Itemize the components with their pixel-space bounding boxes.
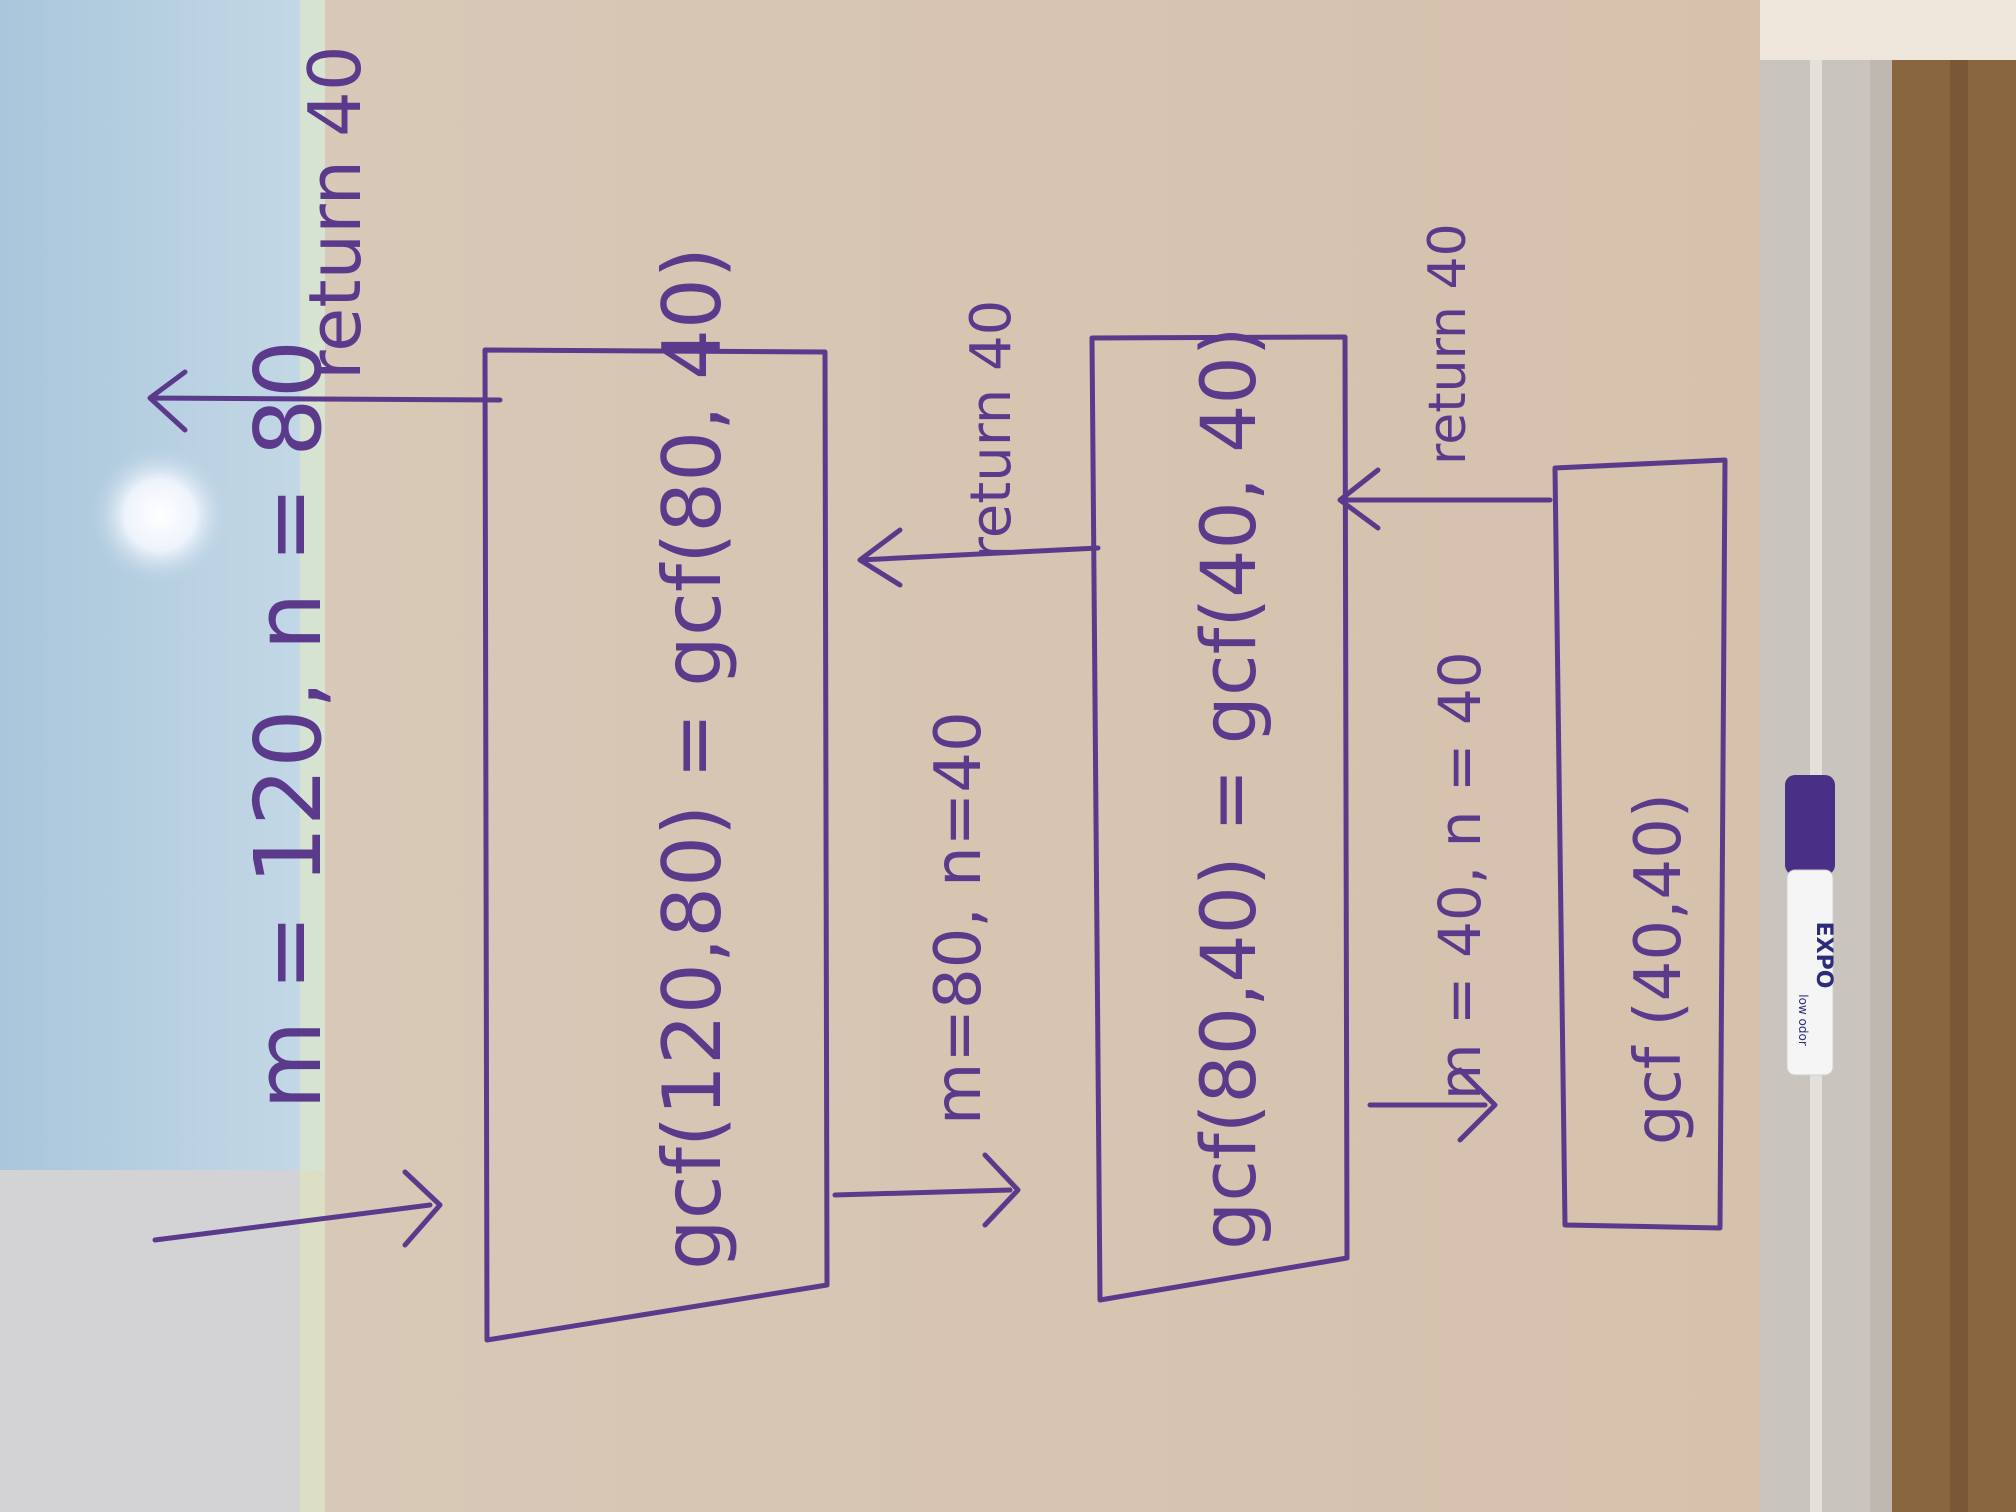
call-arrow-1 [832,1152,1021,1228]
marker-brand: EXPO [1811,922,1836,989]
transition-1-label: m=80, n=40 [922,711,996,1125]
wood-grain [1950,0,1968,1512]
frame-2-return: return 40 [1418,223,1478,465]
top-label: m = 120, n = 80 [235,340,342,1110]
return-arrow-2 [1337,467,1553,531]
top-return-label: return 40 [293,45,377,380]
frame-2-call: gcf(80,40) = gcf(40, 40) [1184,327,1273,1250]
lower-board [0,1170,300,1512]
call-arrow-2 [1367,1067,1498,1143]
tray-rail-2 [1870,0,1892,1512]
frame-1-return: return 40 [959,300,1024,560]
tray-rail [1810,0,1822,1512]
wall-corner [1760,0,2016,60]
frame-3-call: gcf (40,40) [1622,793,1696,1145]
transition-2-label: m = 40, n = 40 [1426,651,1494,1100]
projection-edge [300,0,325,1512]
marker-body [1786,869,1834,1076]
projection-area [0,0,325,1170]
return-arrow-1 [857,527,1101,588]
frame-2-box [1089,334,1350,1303]
frame-3-box [1552,457,1728,1231]
projector-glare [90,445,230,585]
marker-subtext: low odor [1796,994,1810,1046]
call-arrow-top [152,1169,443,1248]
expo-marker: EXPO low odor [1785,775,1836,1076]
frame-1-box [482,347,830,1343]
marker-cap [1785,775,1835,875]
return-arrow-top [147,369,503,433]
frame-1-call: gcf(120,80) = gcf(80, 40) [646,247,739,1270]
